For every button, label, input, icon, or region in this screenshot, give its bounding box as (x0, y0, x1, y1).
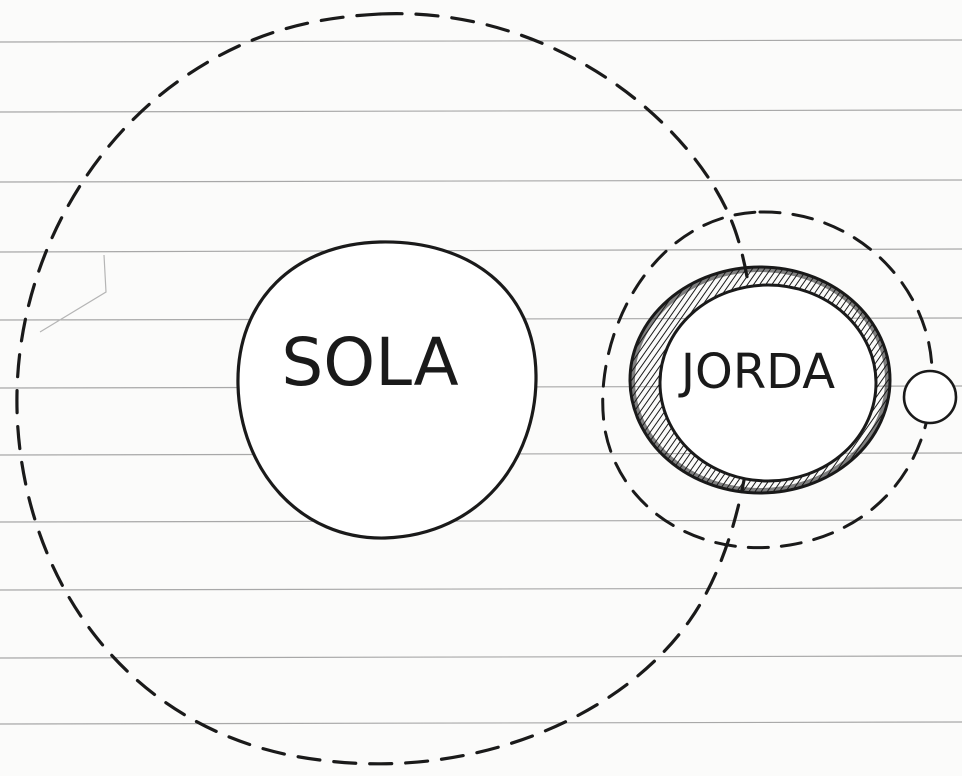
ruled-line (0, 40, 962, 42)
sola-label: SOLA (281, 324, 458, 401)
ruled-line (0, 722, 962, 724)
ruled-line (0, 249, 962, 252)
ruled-line (0, 588, 962, 590)
ruled-line (0, 520, 962, 522)
jorda-label: JORDA (678, 344, 835, 400)
ruled-line (0, 180, 962, 182)
moon-circle (904, 371, 956, 423)
ruled-line (0, 656, 962, 658)
